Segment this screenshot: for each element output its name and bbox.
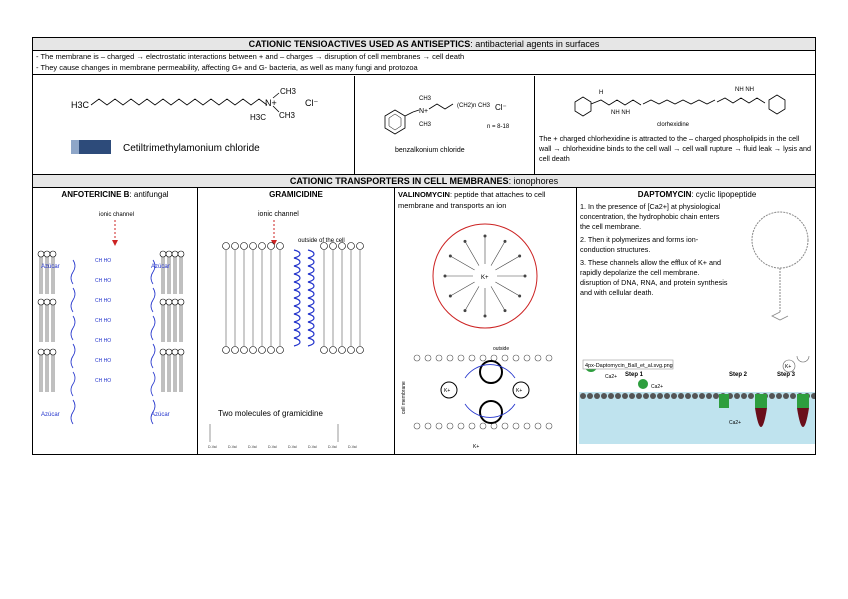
svg-text:D-Val: D-Val (208, 445, 217, 449)
dapto-step-1: 1. In the presence of [Ca2+] at physiolo… (580, 202, 721, 231)
dapto-step-label-1: Step 1 (625, 372, 644, 378)
valinomycin-ring (443, 234, 527, 318)
chlorhexidine-mechanism-text: The + charged chlorhexidine is attracted… (539, 134, 812, 163)
svg-text:NH NH: NH NH (611, 110, 630, 116)
membrane-bottom (37, 348, 185, 392)
sugar-label: Azúcar (41, 412, 60, 418)
antiseptic-molecules-row: H3C N+ CH3 CH3 H3C Cl⁻ Cetiltrimethylamo… (33, 76, 815, 175)
svg-text:CH HO: CH HO (95, 298, 111, 304)
svg-text:D-Val: D-Val (268, 445, 277, 449)
ctab-cell: H3C N+ CH3 CH3 H3C Cl⁻ Cetiltrimethylamo… (33, 76, 355, 174)
gramicidin-channel-label: ionic channel (258, 211, 299, 218)
ctab-ch3b-label: CH3 (279, 111, 296, 120)
svg-text:(CH2)n CH3: (CH2)n CH3 (457, 103, 491, 109)
svg-text:CH3: CH3 (419, 96, 432, 102)
dapto-ca-label: Ca2+ (729, 420, 741, 426)
amphotericin-channel-label: ionic channel (99, 212, 134, 218)
ctab-structure: H3C N+ CH3 CH3 H3C Cl⁻ Cetiltrimethylamo… (71, 87, 318, 154)
header-suffix: : antibacterial agents in surfaces (470, 39, 600, 49)
benzalkonium-n-range: n = 8-18 (487, 124, 510, 130)
gramicidin-sequence: D-Val D-Val D-Val D-Val D-Val D-Val D-Val D-Val (208, 424, 357, 449)
valinomycin-membrane (413, 354, 553, 430)
svg-text:D-Val: D-Val (248, 445, 257, 449)
svg-text:CH HO: CH HO (95, 318, 111, 324)
svg-text:D-Val: D-Val (308, 445, 317, 449)
svg-text:D-Val: D-Val (228, 445, 237, 449)
dapto-step-3: 3. These channels allow the efflux of K+… (580, 258, 721, 277)
gramicidin-diagram: ionic channel outside of the cell Two mo… (208, 211, 364, 449)
amphotericin-title: ANFOTERICINE B: antifungal (61, 190, 169, 199)
svg-text:CH HO: CH HO (95, 358, 111, 364)
chlorhexidine-name: clorhexidine (657, 122, 690, 128)
gramicidin-title: GRAMICIDINE (269, 190, 323, 199)
ctab-ch3a-label: CH3 (280, 87, 297, 96)
header-title: CATIONIC TENSIOACTIVES USED AS ANTISEPTI… (248, 39, 471, 49)
dapto-ca-label: Ca2+ (605, 374, 617, 380)
ctab-name: Cetiltrimethylamonium chloride (123, 143, 260, 154)
svg-text:H: H (599, 90, 603, 96)
dapto-step-label-2: Step 2 (729, 372, 748, 378)
svg-text:N+: N+ (419, 108, 428, 115)
note-line: - They cause changes in membrane permeab… (36, 63, 418, 72)
benzalkonium-cell: N+ CH3 CH3 (CH2)n CH3 Cl⁻ n = 8-18 benza… (355, 76, 535, 174)
svg-text:CH HO: CH HO (95, 258, 111, 264)
gramicidin-outside-label: outside of the cell (298, 238, 345, 244)
section-header-ionophores: CATIONIC TRANSPORTERS IN CELL MEMBRANES:… (33, 175, 815, 188)
svg-text:CH3: CH3 (419, 122, 432, 128)
gramicidin-cell: GRAMICIDINE ionic channel outside of the… (198, 188, 395, 454)
dapto-step-2: 2. Then it polymerizes and forms ion-con… (580, 235, 699, 254)
svg-text:D-Val: D-Val (328, 445, 337, 449)
dapto-k-label: K+ (785, 364, 791, 370)
header-title: CATIONIC TRANSPORTERS IN CELL MEMBRANES (289, 176, 509, 186)
valinomycin-title: VALINOMYCIN: peptide that attaches to ce… (398, 190, 546, 210)
svg-text:CH HO: CH HO (95, 338, 111, 344)
chlorhexidine-cell: H NH NH NH NH clorhexidine The + charged… (535, 76, 817, 174)
valinomycin-diagram: K+ outside cell membrane K+ K+ K+ (401, 223, 553, 450)
valinomycin-cell: VALINOMYCIN: peptide that attaches to ce… (395, 188, 577, 454)
ionophores-row: ANFOTERICINE B: antifungal ionic channel… (33, 188, 815, 454)
sugar-label: Azúcar (151, 412, 170, 418)
notes-row: - The membrane is – charged → electrosta… (33, 51, 815, 75)
ctab-anion-label: Cl⁻ (305, 98, 318, 108)
svg-text:D-Val: D-Val (348, 445, 357, 449)
sugar-label: Azúcar (41, 264, 60, 270)
dapto-ca-label: Ca2+ (651, 384, 663, 390)
gramicidin-membrane (222, 242, 364, 354)
benzalkonium-anion: Cl⁻ (495, 103, 507, 112)
svg-text:D-Val: D-Val (288, 445, 297, 449)
dapto-extra: disruption of DNA, RNA, and protein synt… (580, 278, 728, 297)
ctab-h3c2-label: H3C (250, 113, 266, 122)
daptomycin-steps: 1. In the presence of [Ca2+] at physiolo… (580, 202, 730, 298)
valinomycin-outside-label: outside (493, 346, 509, 352)
sugar-label: Azúcar (151, 264, 170, 270)
section-header-antiseptics: CATIONIC TENSIOACTIVES USED AS ANTISEPTI… (33, 38, 815, 51)
ctab-n-label: N+ (265, 98, 277, 108)
benzalkonium-structure: N+ CH3 CH3 (CH2)n CH3 Cl⁻ n = 8-18 benza… (384, 96, 510, 154)
summary-sheet: CATIONIC TENSIOACTIVES USED AS ANTISEPTI… (32, 37, 816, 455)
daptomycin-structure (751, 211, 809, 321)
header-suffix: : ionophores (508, 176, 559, 186)
dapto-image-tag: 4px-Daptomycin_Ball_et_al.svg.png (585, 363, 673, 369)
svg-text:CH HO: CH HO (95, 378, 111, 384)
valinomycin-ion-right: K+ (516, 388, 522, 394)
note-line: - The membrane is – charged → electrosta… (36, 52, 465, 61)
daptomycin-mechanism: 4px-Daptomycin_Ball_et_al.svg.png Step 1… (579, 356, 815, 444)
daptomycin-cell: DAPTOMYCIN: cyclic lipopeptide 1. In the… (577, 188, 817, 454)
svg-text:NH NH: NH NH (735, 87, 754, 93)
valinomycin-ion-left: K+ (444, 388, 450, 394)
svg-text:CH HO: CH HO (95, 278, 111, 284)
valinomycin-membrane-label: cell membrane (401, 381, 407, 414)
ctab-h3c-label: H3C (71, 100, 90, 110)
valinomycin-ion-bottom: K+ (473, 444, 479, 450)
daptomycin-title: DAPTOMYCIN: cyclic lipopeptide (637, 190, 757, 199)
dapto-step-label-3: Step 3 (777, 372, 796, 378)
membrane-top: CH HO CH HO CH HO CH HO CH HO CH HO CH HO (37, 250, 185, 425)
chlorhexidine-structure: H NH NH NH NH clorhexidine (574, 87, 786, 128)
amphotericin-cell: ANFOTERICINE B: antifungal ionic channel… (33, 188, 198, 454)
valinomycin-center-ion: K+ (481, 275, 489, 281)
benzalkonium-name: benzalkonium chloride (395, 147, 465, 154)
gramicidin-caption: Two molecules of gramicidine (218, 409, 323, 418)
